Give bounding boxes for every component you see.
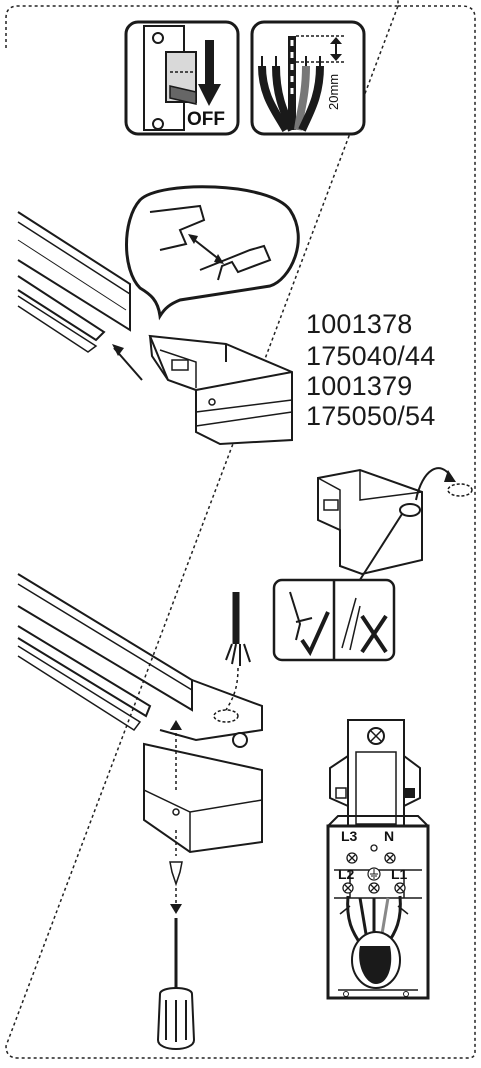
screw-icon xyxy=(169,861,183,887)
off-label: OFF xyxy=(187,109,225,130)
arrow-down-icon xyxy=(198,84,221,106)
terminal-n-label: N xyxy=(384,828,395,844)
strip-length-label: 20mm xyxy=(326,73,341,110)
knockout-assembly xyxy=(272,467,473,662)
magnifier-bubble xyxy=(125,185,300,321)
terminal-l3-label: L3 xyxy=(341,828,358,844)
terminal-l2-label: L2 xyxy=(338,866,355,882)
part-number-4: 175050/54 xyxy=(306,401,436,431)
power-off-panel xyxy=(124,20,240,136)
terminal-block xyxy=(326,719,430,1000)
part-number-2: 175040/44 xyxy=(306,341,436,371)
part-number-1: 1001378 xyxy=(306,309,413,339)
dotted-border xyxy=(5,0,476,1059)
strip-wire-panel xyxy=(250,20,366,136)
terminal-l1-label: L1 xyxy=(391,866,408,882)
part-number-3: 1001379 xyxy=(306,371,413,401)
wiring-assembly xyxy=(17,573,263,1050)
track-assembly xyxy=(17,185,300,446)
arrow-left-icon xyxy=(112,344,124,356)
